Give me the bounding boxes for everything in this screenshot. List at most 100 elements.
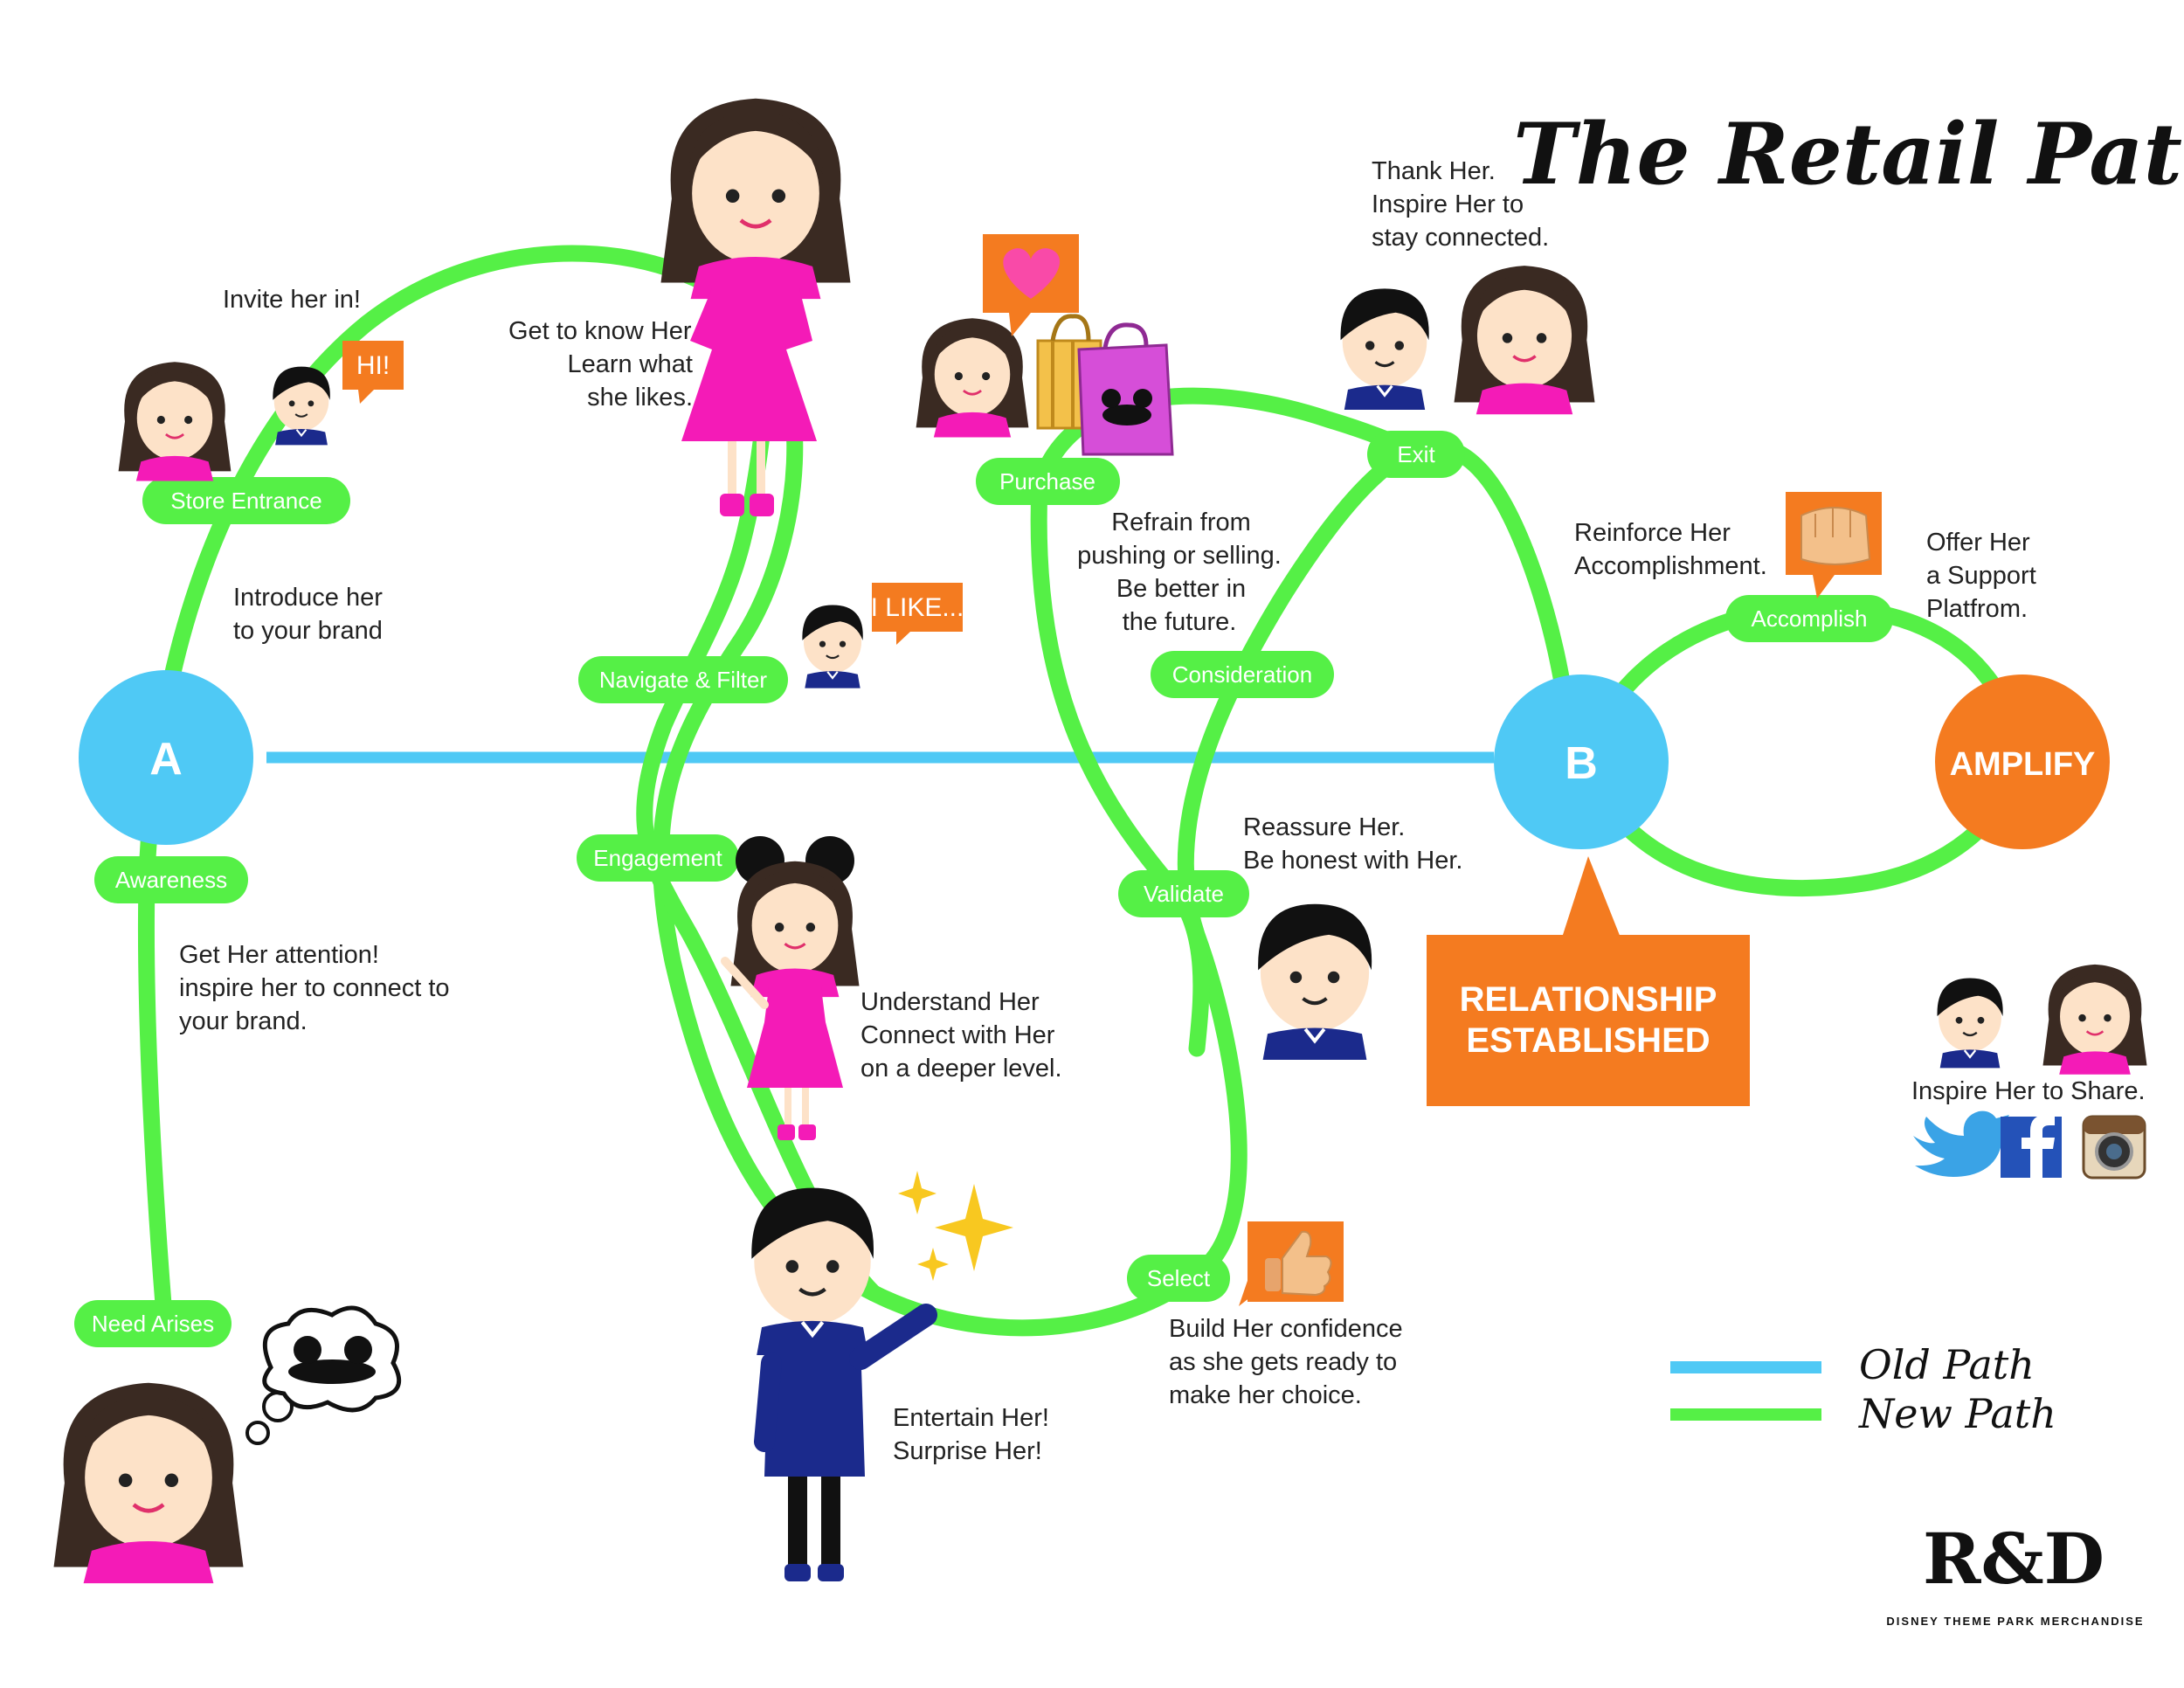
boy-share (1936, 977, 2004, 1069)
svg-text:inspire her to connect to: inspire her to connect to (179, 974, 450, 1002)
svg-text:Platfrom.: Platfrom. (1926, 595, 2028, 623)
caption-reassure: Reassure Her. Be honest with Her. (1243, 813, 1462, 875)
svg-text:Reassure Her.: Reassure Her. (1243, 813, 1405, 841)
svg-text:Consideration: Consideration (1172, 661, 1312, 688)
svg-text:Build Her confidence: Build Her confidence (1169, 1315, 1403, 1343)
svg-text:RELATIONSHIP: RELATIONSHIP (1460, 980, 1717, 1019)
stage-engagement: Engagement (577, 834, 739, 882)
svg-text:Introduce her: Introduce her (233, 584, 383, 612)
girl-need-arises (54, 1383, 244, 1583)
girl-store-entrance (117, 360, 232, 482)
boy-entertain (751, 1188, 937, 1581)
sparkles-icon (898, 1171, 1013, 1281)
heart-icon (983, 234, 1079, 336)
caption-offer: Offer Her a Support Platfrom. (1926, 529, 2036, 623)
svg-text:DISNEY THEME PARK MERCHANDISE: DISNEY THEME PARK MERCHANDISE (1886, 1615, 2144, 1628)
fist-bump-icon (1786, 492, 1882, 598)
svg-text:to your brand: to your brand (233, 617, 383, 645)
bubble-hi: HI! (342, 341, 404, 404)
svg-text:a Support: a Support (1926, 562, 2036, 590)
svg-text:stay connected.: stay connected. (1372, 224, 1549, 252)
svg-text:Engagement: Engagement (593, 845, 722, 871)
svg-text:Reinforce Her: Reinforce Her (1574, 519, 1731, 547)
svg-text:R&D: R&D (1923, 1518, 2105, 1600)
svg-text:B: B (1565, 738, 1598, 789)
svg-text:she likes.: she likes. (587, 384, 693, 412)
svg-text:Purchase: Purchase (999, 468, 1095, 495)
legend-new-label: New Path (1858, 1390, 2056, 1437)
svg-text:the future.: the future. (1123, 608, 1237, 636)
svg-text:on a deeper level.: on a deeper level. (860, 1055, 1062, 1083)
stage-validate: Validate (1118, 870, 1249, 917)
legend-old-label: Old Path (1859, 1341, 2035, 1388)
page-title: The Retail Path (1513, 105, 2184, 204)
stage-navigate-filter: Navigate & Filter (578, 656, 788, 703)
boy-reassure (1258, 904, 1372, 1060)
svg-text:Validate: Validate (1144, 881, 1224, 907)
twitter-icon (1913, 1110, 2009, 1177)
stage-exit: Exit (1367, 431, 1465, 478)
svg-text:pushing or selling.: pushing or selling. (1077, 542, 1282, 570)
svg-text:Learn what: Learn what (568, 350, 694, 378)
stage-select: Select (1127, 1255, 1230, 1302)
svg-text:Understand Her: Understand Her (860, 988, 1040, 1016)
stage-consideration: Consideration (1151, 651, 1334, 698)
caption-invite: Invite her in! (223, 286, 361, 314)
caption-confidence: Build Her confidence as she gets ready t… (1169, 1315, 1403, 1409)
legend: Old Path New Path (1670, 1341, 2056, 1437)
stage-awareness: Awareness (94, 856, 248, 903)
caption-entertain: Entertain Her! Surprise Her! (893, 1404, 1049, 1465)
node-amplify: AMPLIFY (1935, 675, 2110, 849)
stage-need-arises: Need Arises (74, 1300, 232, 1347)
caption-understand: Understand Her Connect with Her on a dee… (860, 988, 1062, 1083)
svg-text:I LIKE...: I LIKE... (871, 593, 964, 622)
thought-mickey-hat-icon (245, 1305, 402, 1445)
svg-text:Inspire Her to: Inspire Her to (1372, 190, 1524, 218)
stage-purchase: Purchase (976, 458, 1120, 505)
svg-text:ESTABLISHED: ESTABLISHED (1466, 1021, 1710, 1060)
svg-text:Connect with Her: Connect with Her (860, 1021, 1055, 1049)
svg-text:Exit: Exit (1397, 441, 1435, 467)
rd-logo: R&D DISNEY THEME PARK MERCHANDISE (1886, 1518, 2144, 1628)
svg-text:your brand.: your brand. (179, 1007, 308, 1035)
shopping-bags-icon (1036, 314, 1174, 456)
node-b: B (1494, 675, 1669, 849)
instagram-icon (2082, 1115, 2146, 1180)
caption-know: Get to know Her. Learn what she likes. (508, 317, 697, 412)
svg-text:Get to know Her.: Get to know Her. (508, 317, 697, 345)
svg-text:Store Entrance: Store Entrance (170, 488, 321, 514)
caption-attention: Get Her attention! inspire her to connec… (179, 941, 450, 1035)
svg-text:Offer Her: Offer Her (1926, 529, 2030, 557)
svg-text:Accomplish: Accomplish (1752, 605, 1868, 632)
girl-engagement (721, 836, 861, 1140)
girl-share (2042, 963, 2148, 1076)
boy-thank (1338, 287, 1431, 412)
svg-text:Get Her attention!: Get Her attention! (179, 941, 379, 969)
svg-text:AMPLIFY: AMPLIFY (1950, 746, 2096, 783)
caption-thank: Thank Her. Inspire Her to stay connected… (1372, 157, 1549, 252)
relationship-established-callout: RELATIONSHIP ESTABLISHED (1427, 856, 1750, 1106)
svg-text:HI!: HI! (356, 351, 390, 380)
svg-text:Entertain Her!: Entertain Her! (893, 1404, 1049, 1432)
svg-text:as she gets ready to: as she gets ready to (1169, 1348, 1397, 1376)
svg-text:Need Arises: Need Arises (92, 1311, 214, 1337)
caption-refrain: Refrain from pushing or selling. Be bett… (1077, 508, 1282, 636)
girl-get-to-know (661, 99, 851, 516)
svg-text:Be honest with Her.: Be honest with Her. (1243, 847, 1462, 875)
stage-accomplish: Accomplish (1725, 595, 1893, 642)
svg-text:Thank Her.: Thank Her. (1372, 157, 1496, 185)
svg-text:Accomplishment.: Accomplishment. (1574, 552, 1767, 580)
svg-text:Surprise Her!: Surprise Her! (893, 1437, 1042, 1465)
thumbs-up-icon (1239, 1221, 1344, 1306)
boy-navigate (801, 604, 864, 689)
svg-text:Navigate & Filter: Navigate & Filter (599, 667, 768, 693)
bubble-ilike: I LIKE... (871, 583, 964, 645)
svg-text:make her choice.: make her choice. (1169, 1381, 1362, 1409)
caption-introduce: Introduce her to your brand (233, 584, 383, 645)
caption-share: Inspire Her to Share. (1911, 1077, 2146, 1105)
svg-text:A: A (149, 734, 183, 785)
node-a: A (79, 670, 253, 845)
svg-text:Refrain from: Refrain from (1111, 508, 1251, 536)
svg-text:Be better in: Be better in (1116, 575, 1246, 603)
